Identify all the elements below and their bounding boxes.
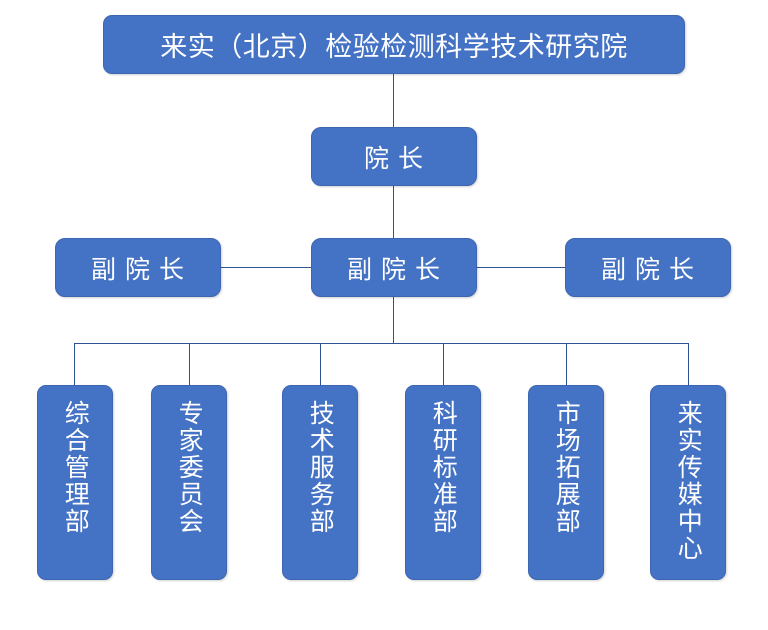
org-node-vice-president-left-label: 副 院 长 [91, 255, 185, 284]
connector-vp-center-to-vp-left [221, 267, 311, 268]
connector-president-to-vp-center [393, 186, 394, 238]
org-node-vice-president-left[interactable]: 副 院 长 [55, 238, 221, 297]
org-node-department-general-management[interactable]: 综合管理部 [37, 385, 113, 580]
org-node-vice-president-center-label: 副 院 长 [347, 255, 441, 284]
org-node-vice-president-right-label: 副 院 长 [601, 255, 695, 284]
org-node-vice-president-center[interactable]: 副 院 长 [311, 238, 477, 297]
connector-institute-to-president [393, 74, 394, 127]
org-node-department-laishi-media-center-label: 来实传媒中心 [674, 400, 703, 562]
org-node-department-market-development[interactable]: 市场拓展部 [528, 385, 604, 580]
connector-bus-to-department-2 [189, 343, 190, 385]
org-node-department-research-standards-label: 科研标准部 [429, 400, 458, 535]
org-node-department-expert-committee-label: 专家委员会 [175, 400, 204, 535]
org-node-president-label: 院 长 [364, 144, 424, 173]
org-node-institute[interactable]: 来实（北京）检验检测科学技术研究院 [103, 15, 685, 74]
org-node-department-laishi-media-center[interactable]: 来实传媒中心 [650, 385, 726, 580]
connector-vp-center-to-bus [393, 297, 394, 343]
org-node-department-technical-service[interactable]: 技术服务部 [282, 385, 358, 580]
connector-bus-to-department-1 [74, 343, 75, 385]
org-node-department-technical-service-label: 技术服务部 [306, 400, 335, 535]
org-node-department-expert-committee[interactable]: 专家委员会 [151, 385, 227, 580]
connector-vp-center-to-vp-right [477, 267, 565, 268]
connector-bus-to-department-6 [688, 343, 689, 385]
connector-department-bus [74, 343, 689, 344]
org-node-institute-label: 来实（北京）检验检测科学技术研究院 [160, 32, 628, 62]
org-node-department-general-management-label: 综合管理部 [61, 400, 90, 535]
org-node-department-market-development-label: 市场拓展部 [552, 400, 581, 535]
connector-bus-to-department-3 [320, 343, 321, 385]
org-node-vice-president-right[interactable]: 副 院 长 [565, 238, 731, 297]
connector-bus-to-department-5 [566, 343, 567, 385]
connector-bus-to-department-4 [443, 343, 444, 385]
org-node-president[interactable]: 院 长 [311, 127, 477, 186]
org-node-department-research-standards[interactable]: 科研标准部 [405, 385, 481, 580]
